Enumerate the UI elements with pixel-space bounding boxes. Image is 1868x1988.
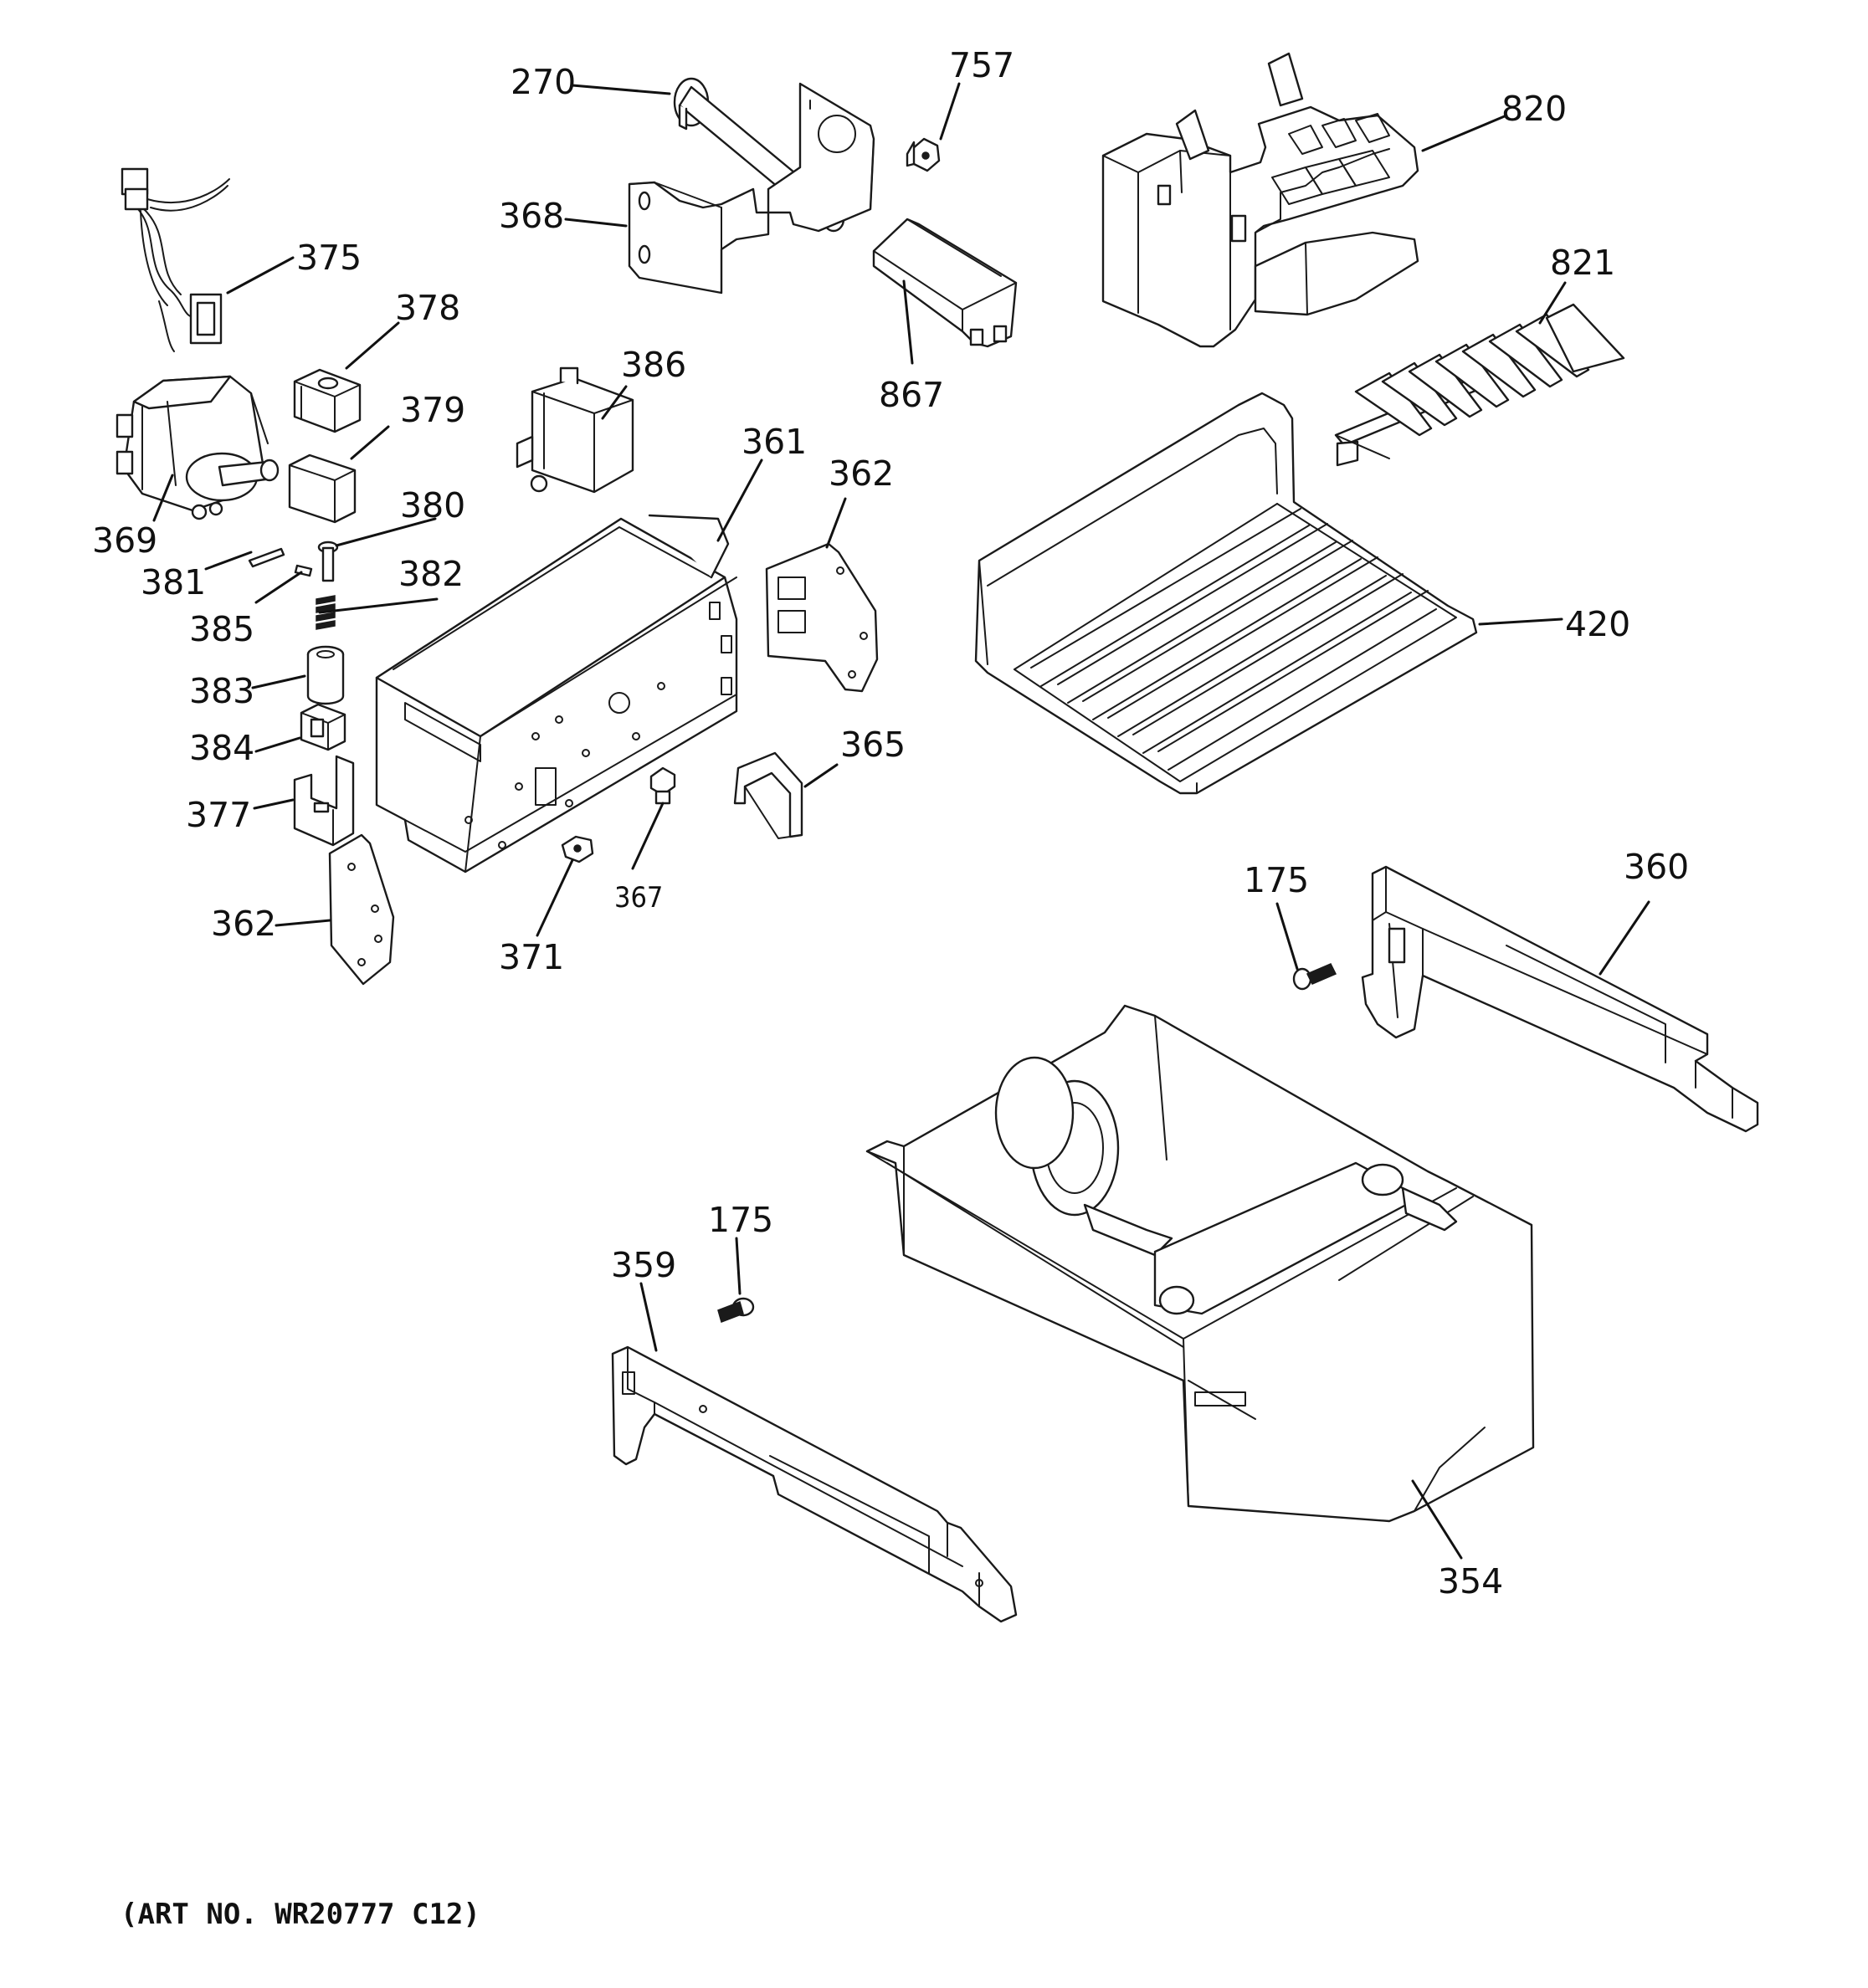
part-380-plunger[interactable]: [317, 541, 339, 582]
callout-867: 867: [879, 375, 944, 415]
callout-380: 380: [400, 485, 465, 525]
callout-270: 270: [511, 62, 576, 102]
art-number: (ART NO. WR20777 C12): [121, 1898, 480, 1931]
leader-lines: [152, 82, 1650, 1560]
part-175-screw-upper[interactable]: [1292, 963, 1337, 991]
part-383-bushing[interactable]: [306, 645, 345, 705]
callout-361: 361: [742, 422, 807, 462]
part-382-spring[interactable]: [316, 595, 336, 630]
part-362-plate-right[interactable]: [765, 542, 879, 693]
callout-384: 384: [189, 728, 254, 768]
callout-379: 379: [400, 390, 465, 430]
part-368-bracket[interactable]: [628, 82, 875, 295]
part-378-solenoid-coil[interactable]: [293, 368, 362, 433]
callout-381: 381: [141, 562, 206, 602]
part-360-rail-right[interactable]: [1361, 865, 1759, 1133]
part-369-motor[interactable]: [115, 375, 280, 520]
callout-821: 821: [1550, 243, 1615, 283]
callout-175-upper: 175: [1244, 860, 1309, 900]
callout-385: 385: [189, 609, 254, 649]
callout-371: 371: [499, 937, 564, 977]
part-362-plate-left[interactable]: [328, 833, 395, 986]
callout-354: 354: [1438, 1561, 1503, 1601]
callout-368: 368: [499, 196, 564, 236]
part-175-screw-lower[interactable]: [717, 1297, 755, 1323]
part-367-screw[interactable]: [649, 766, 676, 805]
callout-757: 757: [949, 45, 1014, 85]
callout-360: 360: [1624, 847, 1689, 887]
part-867-tray[interactable]: [872, 218, 1018, 348]
part-757-screw[interactable]: [906, 137, 941, 172]
callout-359: 359: [611, 1245, 676, 1285]
part-354-ice-bucket[interactable]: [865, 1004, 1535, 1523]
part-359-rail-left[interactable]: [611, 1345, 1018, 1623]
callout-362-upper: 362: [829, 453, 894, 494]
callout-382: 382: [398, 554, 464, 594]
callout-375: 375: [296, 238, 362, 278]
part-420-tray-cover[interactable]: [974, 392, 1478, 795]
part-371-screw[interactable]: [561, 835, 594, 863]
callout-377: 377: [186, 795, 251, 835]
callout-378: 378: [395, 288, 460, 328]
part-381-pin[interactable]: [248, 547, 285, 568]
callout-820: 820: [1501, 89, 1567, 129]
part-375-wire-harness[interactable]: [121, 167, 230, 352]
callout-367: 367: [614, 881, 663, 915]
callout-369: 369: [92, 520, 157, 561]
callout-362-lower: 362: [211, 904, 276, 944]
callout-386: 386: [621, 345, 686, 385]
part-377-u-bracket[interactable]: [293, 755, 355, 847]
callout-383: 383: [189, 671, 254, 711]
callout-365: 365: [840, 725, 906, 765]
callout-labels: 270 757 820 368 375 821 378 386 867 379 …: [92, 45, 1689, 1601]
callout-175-lower: 175: [708, 1200, 773, 1240]
part-821-arm[interactable]: [1334, 303, 1625, 467]
part-386-motor[interactable]: [516, 366, 634, 494]
part-379-block[interactable]: [288, 453, 357, 524]
callout-420: 420: [1565, 604, 1630, 644]
part-820-ice-maker[interactable]: [1101, 52, 1419, 348]
part-384-bracket[interactable]: [300, 703, 346, 751]
part-365-clip[interactable]: [733, 751, 803, 839]
